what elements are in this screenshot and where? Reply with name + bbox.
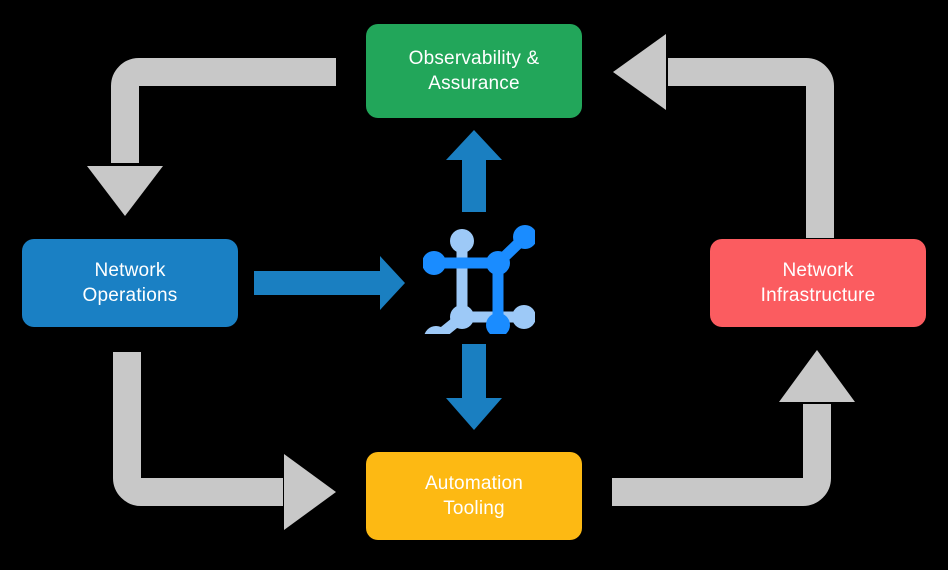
node-automation-tooling-label-line2: Tooling — [443, 498, 505, 519]
node-network-operations[interactable]: Network Operations — [22, 239, 238, 327]
connector-operations-to-automation — [113, 352, 336, 530]
node-network-infrastructure-label-line1: Network — [782, 259, 854, 281]
connector-hub-to-observability — [446, 130, 502, 212]
connector-infrastructure-to-observability — [613, 34, 834, 238]
connector-hub-to-automation — [446, 344, 502, 430]
connector-observability-to-operations — [87, 58, 336, 216]
connector-automation-to-infrastructure — [612, 350, 855, 506]
network-hub-primary-nodes — [423, 225, 535, 334]
network-hub-secondary-nodes — [424, 229, 535, 334]
node-network-operations-label-line2: Operations — [82, 285, 178, 306]
connector-operations-to-hub — [254, 256, 405, 310]
node-automation-tooling[interactable]: Automation Tooling — [366, 452, 582, 540]
node-network-infrastructure-label-line2: Infrastructure — [760, 285, 876, 306]
node-observability-label-line2: Assurance — [428, 73, 520, 94]
node-observability-assurance[interactable]: Observability & Assurance — [366, 24, 582, 118]
node-automation-tooling-label-line1: Automation — [424, 472, 524, 494]
network-hub-icon — [423, 225, 535, 334]
network-hub-primary-links — [429, 232, 530, 330]
node-network-infrastructure[interactable]: Network Infrastructure — [710, 239, 926, 327]
node-network-operations-label-line1: Network — [94, 259, 166, 281]
node-observability-label-line1: Observability & — [408, 47, 540, 69]
